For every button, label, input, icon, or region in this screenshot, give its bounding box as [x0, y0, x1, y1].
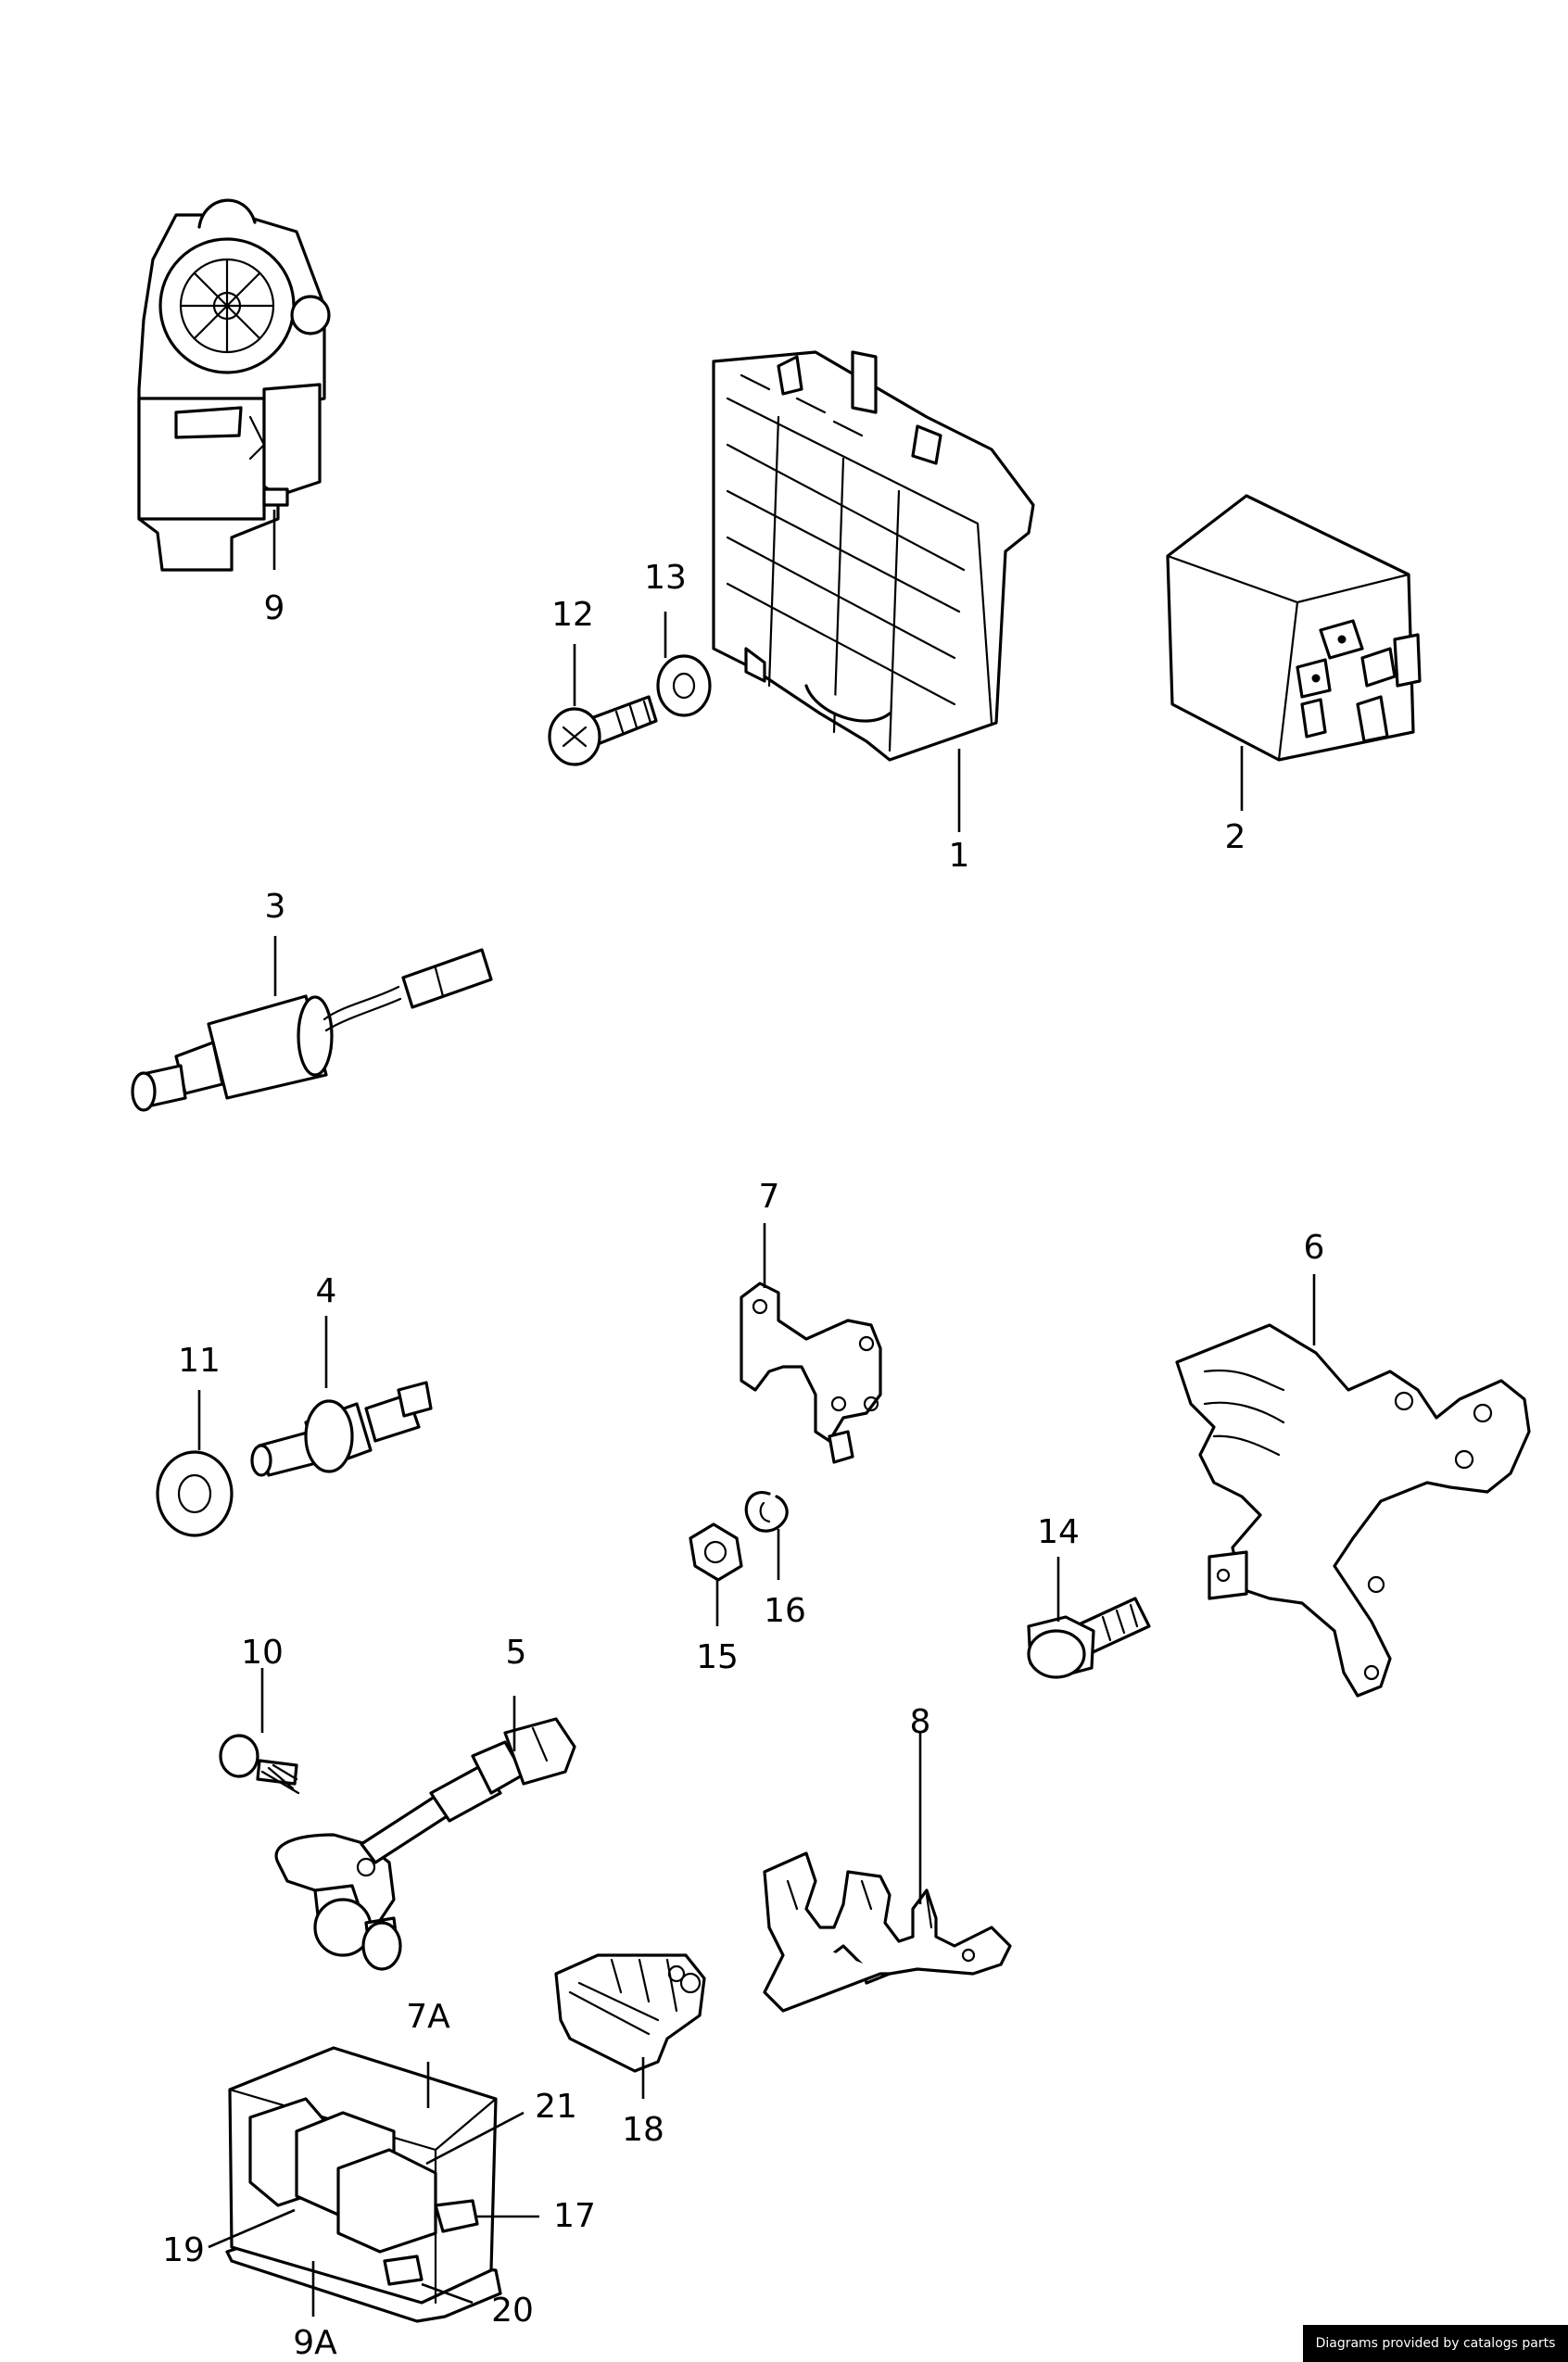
callout-10: 10: [241, 1634, 284, 1672]
part-11-washer[interactable]: [156, 1450, 234, 1537]
part-3-sensor[interactable]: [131, 948, 493, 1112]
part-9-window-motor[interactable]: [137, 198, 331, 572]
callout-7: 7: [759, 1178, 780, 1216]
callout-16: 16: [764, 1592, 806, 1630]
callout-20: 20: [491, 2292, 534, 2330]
callout-2: 2: [1225, 818, 1246, 856]
callout-1: 1: [949, 837, 970, 875]
callout-12: 12: [551, 596, 594, 634]
part-15-nut[interactable]: [689, 1522, 743, 1582]
part-14-bolt[interactable]: [1027, 1597, 1151, 1679]
part-8-bracket[interactable]: [763, 1851, 1012, 2013]
part-16-spring-washer[interactable]: [744, 1490, 789, 1533]
callout-14: 14: [1037, 1513, 1080, 1551]
part-13-washer[interactable]: [656, 654, 712, 717]
callout-15: 15: [696, 1638, 739, 1676]
part-1-control-unit[interactable]: [712, 350, 1035, 762]
part-7a-relay-plate[interactable]: [225, 2046, 502, 2323]
callout-9: 9: [264, 589, 285, 627]
callout-8: 8: [910, 1703, 931, 1741]
callout-4: 4: [316, 1272, 337, 1310]
callout-17: 17: [553, 2197, 596, 2235]
part-18-connector[interactable]: [554, 1953, 706, 2073]
part-10-screw[interactable]: [219, 1734, 300, 1795]
callout-9a: 9A: [293, 2324, 337, 2362]
callout-19: 19: [162, 2231, 205, 2269]
part-6-mounting-plate[interactable]: [1175, 1323, 1531, 1698]
part-5-speed-sensor[interactable]: [274, 1717, 576, 1971]
part-7-bracket[interactable]: [740, 1282, 882, 1464]
credit-banner: Diagrams provided by catalogs parts: [1303, 2325, 1568, 2362]
callout-18: 18: [622, 2111, 664, 2149]
callout-7a: 7A: [406, 1998, 450, 2036]
callout-11: 11: [178, 1342, 221, 1380]
callout-3: 3: [265, 888, 286, 926]
part-4-sender[interactable]: [250, 1381, 433, 1477]
part-2-relay[interactable]: [1166, 494, 1422, 762]
callout-5: 5: [506, 1634, 527, 1672]
callout-6: 6: [1304, 1229, 1325, 1267]
callout-21: 21: [535, 2088, 577, 2126]
part-12-bolt[interactable]: [548, 695, 658, 766]
callout-13: 13: [644, 559, 687, 597]
